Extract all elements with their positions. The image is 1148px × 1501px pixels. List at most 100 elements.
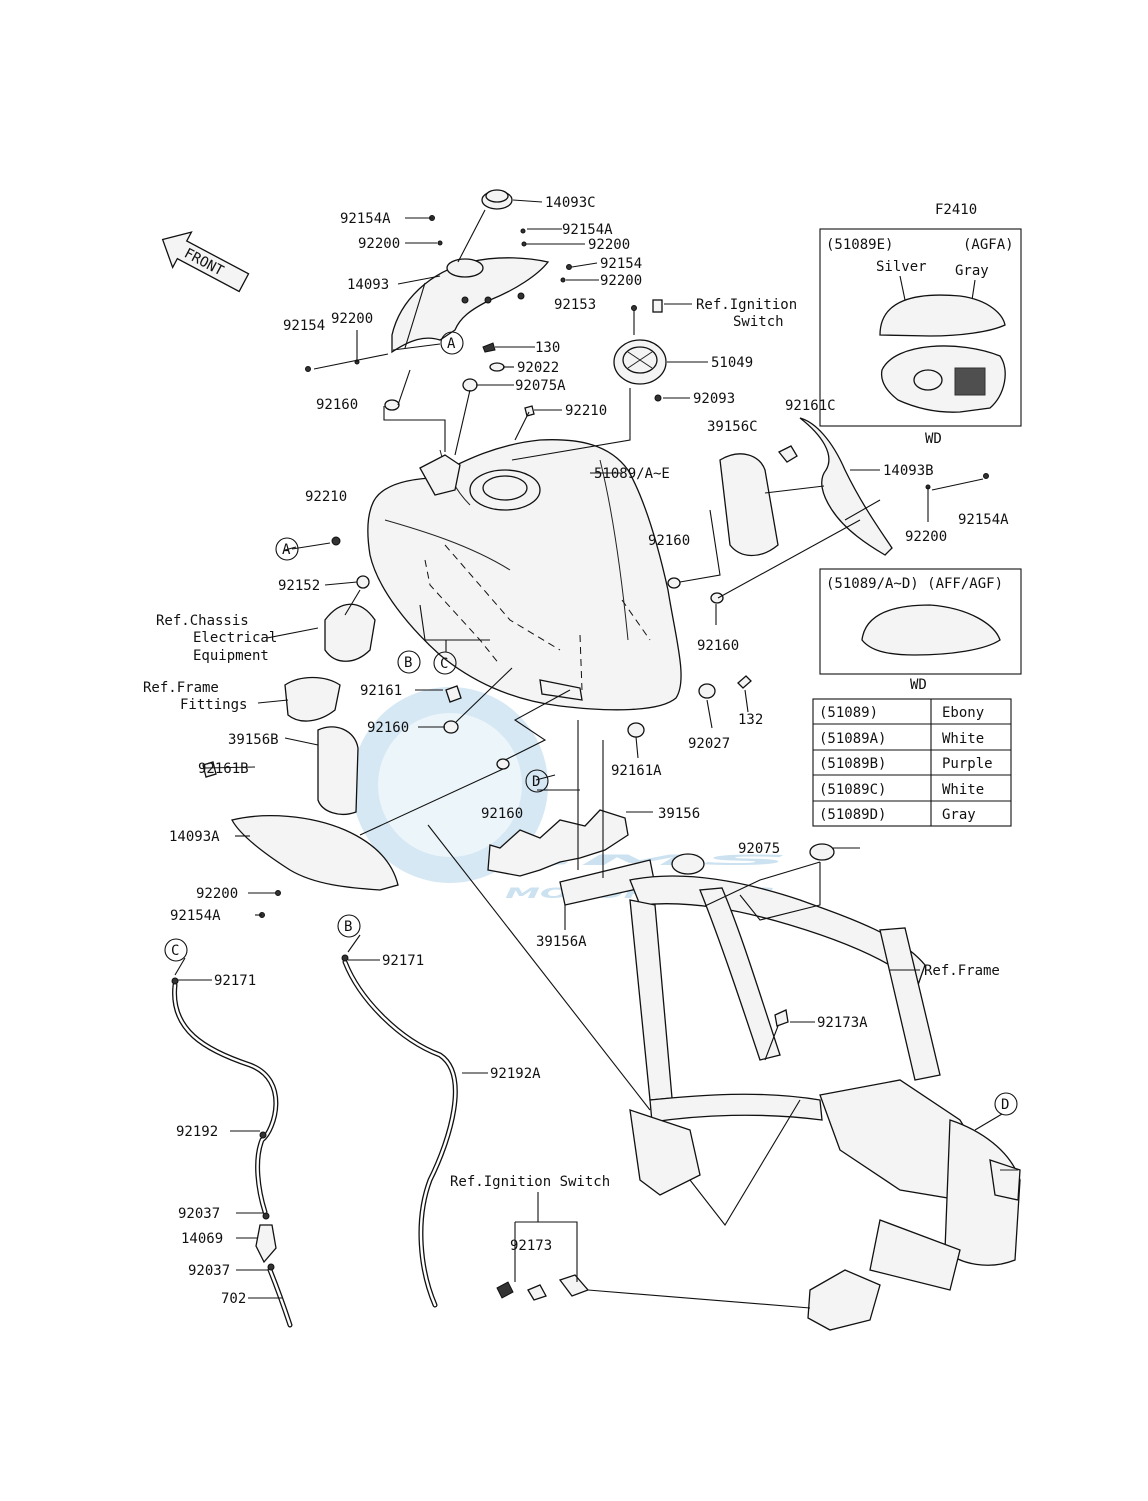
label-14093: 14093 <box>347 277 389 293</box>
svg-text:D: D <box>1001 1097 1009 1113</box>
label-92154A: 92154A <box>562 222 613 238</box>
label-14069: 14069 <box>181 1231 223 1247</box>
label-92160: 92160 <box>367 720 409 736</box>
label-92075A: 92075A <box>515 378 566 394</box>
svg-text:A: A <box>447 336 456 352</box>
ignition-bolt-top <box>652 299 663 313</box>
label-ignition-ref-1: Ref.Ignition <box>696 297 797 313</box>
inset-e-gray-label: Gray <box>955 263 989 279</box>
label-chassis-ref-1: Ref.Chassis <box>156 613 249 629</box>
inset-51089E: (51089E) (AGFA) Silver Gray WD <box>819 228 1022 447</box>
label-92173A: 92173A <box>817 1015 868 1031</box>
label-92160: 92160 <box>648 533 690 549</box>
label-92173: 92173 <box>510 1238 552 1254</box>
label-92152: 92152 <box>278 578 320 594</box>
callout-C-tank <box>433 651 457 675</box>
color-table-color: White <box>942 782 984 798</box>
label-92171: 92171 <box>214 973 256 989</box>
color-table-code: (51089A) <box>819 731 886 747</box>
chassis-equipment-part <box>324 603 376 662</box>
color-table-code: (51089D) <box>819 807 886 823</box>
label-702: 702 <box>221 1291 246 1307</box>
label-92200: 92200 <box>331 311 373 327</box>
label-92037: 92037 <box>178 1206 220 1222</box>
label-92161B: 92161B <box>198 761 249 777</box>
color-table-code: (51089C) <box>819 782 886 798</box>
frame-fittings-part <box>284 676 341 722</box>
label-39156B: 39156B <box>228 732 279 748</box>
label-ignition-ref-2: Switch <box>733 314 784 330</box>
label-92154: 92154 <box>600 256 642 272</box>
pad-39156B <box>317 726 359 815</box>
hose-92192A <box>341 954 458 1308</box>
label-92200: 92200 <box>905 529 947 545</box>
label-92200: 92200 <box>196 886 238 902</box>
label-39156: 39156 <box>658 806 700 822</box>
fuel-cap-51049 <box>613 339 667 385</box>
label-51049: 51049 <box>711 355 753 371</box>
callout-D-frame <box>994 1092 1018 1116</box>
svg-text:A: A <box>282 542 291 558</box>
part-labels: 14093C 92154A 92154A 92200 92200 92154 1… <box>143 195 1009 1307</box>
leader-lines <box>174 199 1003 1309</box>
label-92210: 92210 <box>565 403 607 419</box>
label-frame-fit-ref-2: Fittings <box>180 697 247 713</box>
top-cover-14093 <box>391 257 550 354</box>
label-14093B: 14093B <box>883 463 934 479</box>
label-92075: 92075 <box>738 841 780 857</box>
label-92161C: 92161C <box>785 398 836 414</box>
color-table-color: Purple <box>942 756 993 772</box>
pad-39156C <box>719 453 779 557</box>
callout-A-top <box>440 331 464 355</box>
label-92037: 92037 <box>188 1263 230 1279</box>
label-14093C: 14093C <box>545 195 596 211</box>
callout-C-hose <box>164 938 188 962</box>
side-cover-14093A <box>231 815 399 891</box>
label-frame-fit-ref-1: Ref.Frame <box>143 680 219 696</box>
svg-text:C: C <box>440 656 448 672</box>
inset-e-caption: WD <box>925 431 942 447</box>
label-92154A: 92154A <box>958 512 1009 528</box>
hose-92192 <box>171 977 293 1328</box>
inset-ad-title: (51089/A~D) (AFF/AGF) <box>826 576 1003 592</box>
inset-e-title-left: (51089E) <box>826 237 893 253</box>
label-92160: 92160 <box>481 806 523 822</box>
label-92171: 92171 <box>382 953 424 969</box>
label-92192A: 92192A <box>490 1066 541 1082</box>
label-14093A: 14093A <box>169 829 220 845</box>
label-92154A: 92154A <box>170 908 221 924</box>
cap-14093C <box>481 189 513 210</box>
label-92161: 92161 <box>360 683 402 699</box>
label-ref-frame: Ref.Frame <box>924 963 1000 979</box>
label-39156C: 39156C <box>707 419 758 435</box>
color-table-code: (51089) <box>819 705 878 721</box>
callout-A-left <box>275 537 299 561</box>
ignition-bolts-bottom <box>496 1274 590 1301</box>
label-92027: 92027 <box>688 736 730 752</box>
label-92200: 92200 <box>588 237 630 253</box>
label-39156A: 39156A <box>536 934 587 950</box>
callout-D-pad <box>525 769 549 793</box>
label-ignition-ref-bottom: Ref.Ignition Switch <box>450 1174 610 1190</box>
label-92022: 92022 <box>517 360 559 376</box>
label-92161A: 92161A <box>611 763 662 779</box>
svg-text:C: C <box>171 943 179 959</box>
color-table-color: Gray <box>942 807 976 823</box>
svg-text:D: D <box>532 774 540 790</box>
watermark: CMS MOTORPARTS <box>352 687 790 902</box>
color-table: (51089) Ebony (51089A) White (51089B) Pu… <box>812 698 1012 827</box>
callout-B-hose <box>337 914 361 938</box>
label-92093: 92093 <box>693 391 735 407</box>
label-132: 132 <box>738 712 763 728</box>
label-130: 130 <box>535 340 560 356</box>
front-arrow-icon: FRONT <box>161 231 250 293</box>
label-92154A: 92154A <box>340 211 391 227</box>
frame-assembly <box>629 875 1021 1331</box>
label-92160: 92160 <box>697 638 739 654</box>
svg-text:B: B <box>344 919 352 935</box>
label-92200: 92200 <box>358 236 400 252</box>
label-chassis-ref-3: Equipment <box>193 648 269 664</box>
label-51089AE: 51089/A~E <box>594 466 670 482</box>
inset-ad-caption: WD <box>910 677 927 693</box>
